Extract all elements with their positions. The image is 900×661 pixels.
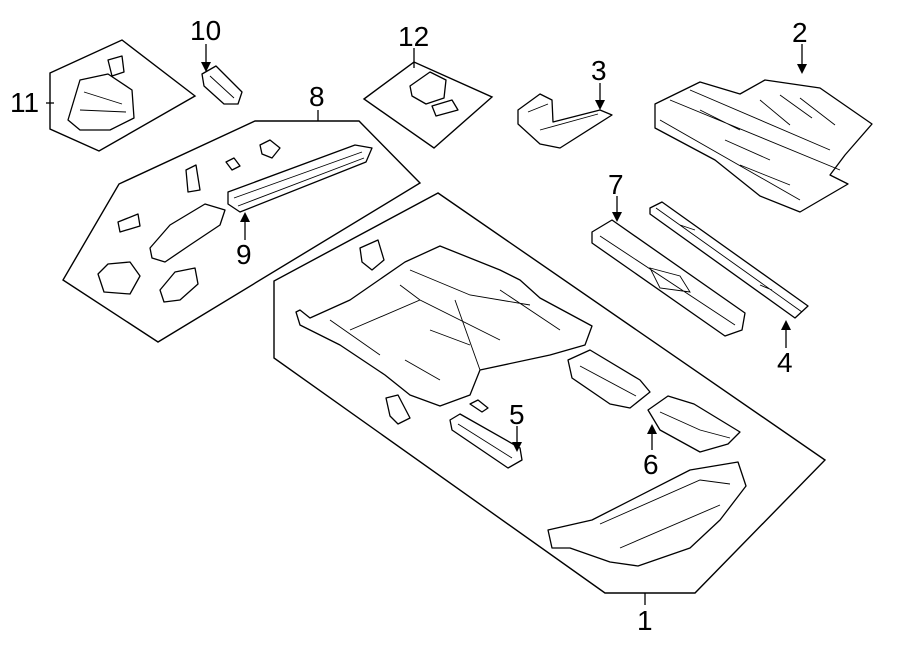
leader-lines bbox=[46, 44, 807, 605]
callout-4: 4 bbox=[777, 347, 793, 378]
support-part-6 bbox=[647, 395, 741, 453]
bracket-part-12 bbox=[409, 71, 459, 117]
front-floor-pan-part bbox=[295, 239, 593, 407]
rear-bracket-part bbox=[517, 93, 613, 149]
callout-5: 5 bbox=[509, 399, 525, 430]
callout-10: 10 bbox=[190, 15, 221, 46]
group-frame-1 bbox=[273, 192, 827, 594]
rear-cross-panel-part bbox=[547, 461, 747, 567]
callout-9: 9 bbox=[236, 239, 252, 270]
sill-rail-part-4 bbox=[649, 201, 809, 319]
callout-3: 3 bbox=[591, 55, 607, 86]
rocker-panel-part bbox=[227, 144, 373, 213]
callout-6: 6 bbox=[643, 449, 659, 480]
callout-12: 12 bbox=[398, 21, 429, 52]
small-bracket-part bbox=[385, 394, 489, 425]
rear-floor-pan-part bbox=[654, 79, 873, 213]
crossmember-part-7 bbox=[591, 219, 746, 337]
group-frame-8 bbox=[62, 120, 422, 343]
callout-1: 1 bbox=[637, 605, 653, 636]
group-frame-12 bbox=[362, 61, 494, 149]
bracket-part-11 bbox=[67, 55, 135, 131]
callout-11: 11 bbox=[10, 87, 39, 118]
reinforcement-part-5 bbox=[449, 413, 523, 469]
side-rail-part bbox=[567, 349, 651, 409]
group-frame-11 bbox=[49, 39, 197, 152]
bracket-part-10 bbox=[201, 65, 243, 105]
group-8-brackets bbox=[97, 139, 281, 303]
callout-8: 8 bbox=[309, 81, 325, 112]
callout-7: 7 bbox=[608, 169, 624, 200]
callout-2: 2 bbox=[792, 17, 808, 48]
